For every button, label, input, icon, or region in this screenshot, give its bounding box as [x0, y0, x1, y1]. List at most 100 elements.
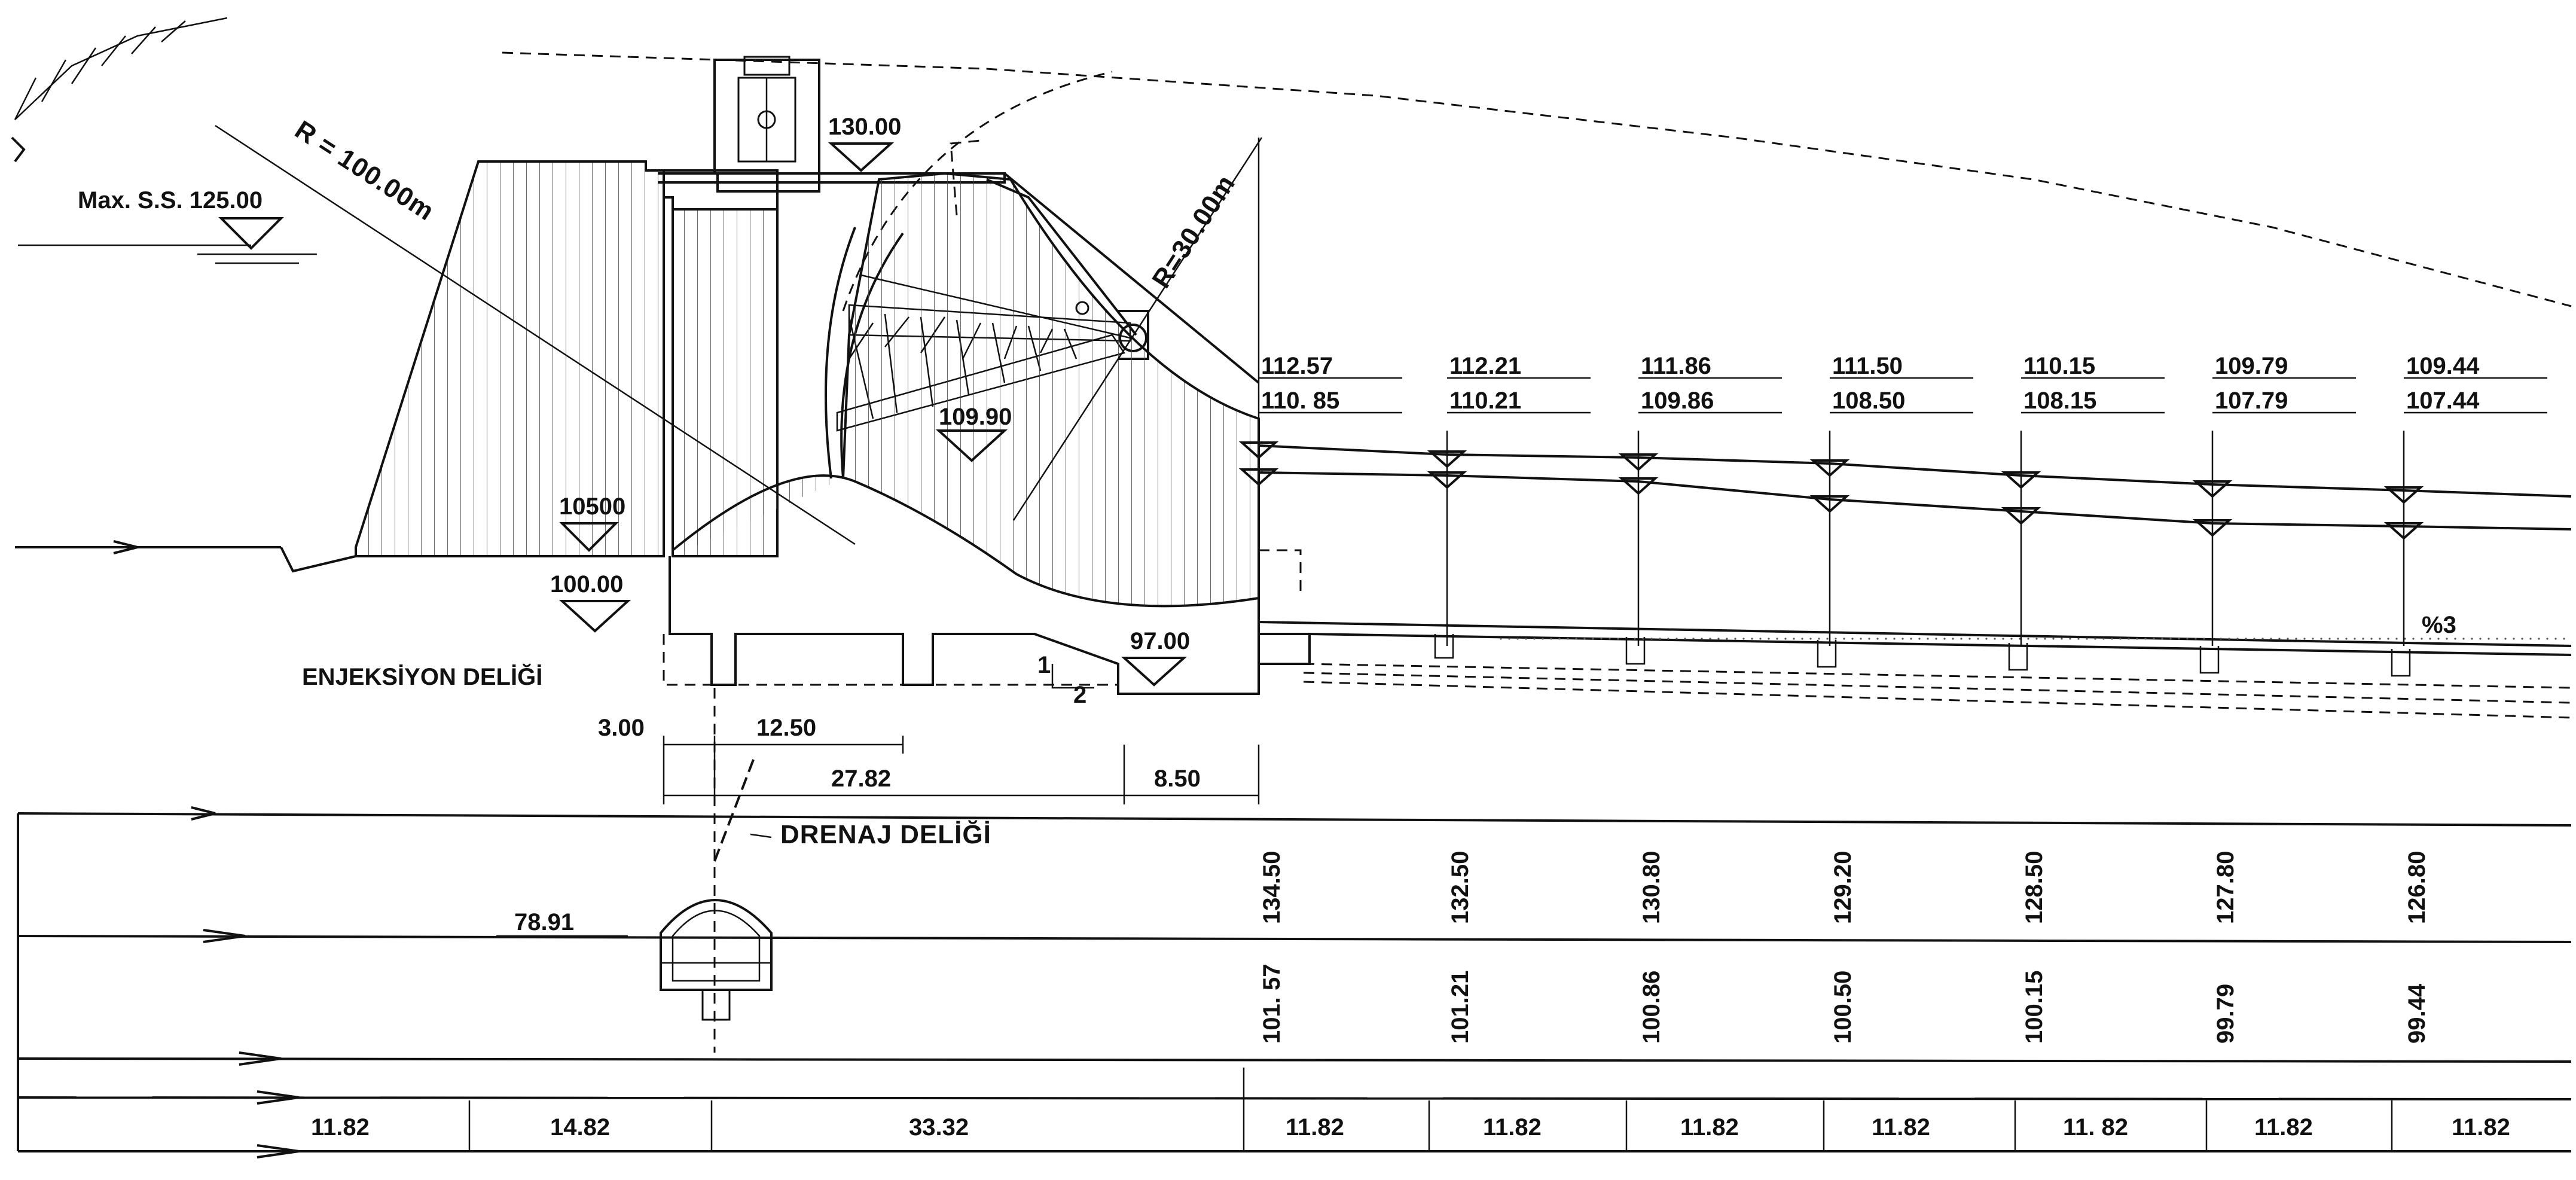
station-bottom-elev: 108.15 [2023, 388, 2096, 414]
station-ground-elev: 128.50 [2021, 851, 2047, 924]
bottom-distance: 11. 82 [2063, 1114, 2128, 1141]
slope-ratio-1: 1 [1037, 652, 1051, 678]
bottom-distance: 11.82 [1872, 1114, 1930, 1141]
bucket-label: 97.00 [1130, 628, 1190, 654]
lower-water-marker [1238, 468, 1279, 486]
station-top-elev: 109.79 [2215, 353, 2288, 379]
station-labels: 112.57 110. 85 134.50 101. 57 112.21 110.21 13… [1259, 353, 2547, 1044]
station-top-elev: 112.57 [1261, 353, 1333, 379]
lower-water-marker [1427, 471, 1467, 489]
upper-water-marker [2383, 486, 2424, 504]
station-5: 110.15 108.15 128.50 100.15 [2021, 353, 2165, 1044]
dim-27-82: 27.82 [831, 766, 891, 792]
upper-water-marker [2192, 480, 2233, 498]
lower-water-marker [2192, 519, 2233, 537]
bottom-distance: 11.82 [1680, 1114, 1739, 1141]
lower-water-marker [2001, 507, 2041, 525]
bottom-distance: 33.32 [909, 1114, 969, 1141]
station-top-elev: 112.21 [1449, 353, 1521, 379]
upper-water-marker [2001, 471, 2041, 489]
dim-12-50: 12.50 [756, 715, 816, 741]
station-bed-elev: 99.44 [2404, 983, 2430, 1044]
station-bed-elev: 99.79 [2212, 984, 2239, 1044]
station-bottom-elev: 107.79 [2215, 388, 2288, 414]
radius-small-label: R=30.00m [1146, 170, 1241, 294]
injection-label: ENJEKSİYON DELİĞİ [302, 663, 542, 690]
station-bottom-elev: 110. 85 [1261, 388, 1339, 414]
station-top-elev: 111.50 [1832, 353, 1903, 379]
station-1: 112.57 110. 85 134.50 101. 57 [1259, 353, 1402, 1044]
bottom-distance: 11.82 [1483, 1114, 1542, 1141]
foundation-body [663, 556, 1260, 695]
elevation-markers [558, 142, 1188, 687]
lower-water-marker [1809, 495, 1850, 513]
station-bottom-elev: 109.86 [1641, 388, 1714, 414]
max-water-surface [18, 217, 317, 264]
foundation-base-label: 100.00 [550, 571, 623, 597]
station-top-elev: 111.86 [1641, 353, 1711, 379]
station-4: 111.50 108.50 129.20 100.50 [1830, 353, 1973, 1044]
upper-water-marker [1618, 453, 1659, 471]
bottom-distance: 11.82 [311, 1114, 370, 1141]
upper-water-marker [1238, 441, 1279, 459]
station-bed-elev: 100.50 [1830, 971, 1856, 1044]
station-3: 111.86 109.86 130.80 100.86 [1638, 353, 1782, 1044]
station-2: 112.21 110.21 132.50 101.21 [1447, 353, 1591, 1044]
station-7: 109.44 107.44 126.80 99.44 [2404, 353, 2547, 1044]
lower-water-marker [2383, 522, 2424, 540]
station-ground-elev: 126.80 [2404, 851, 2430, 924]
dam-pier [280, 160, 779, 573]
spillway-ogee [672, 172, 1260, 608]
station-bottom-elev: 107.44 [2406, 388, 2480, 414]
tunnel-elev-label: 78.91 [514, 909, 574, 935]
station-markers [1238, 441, 2424, 540]
upper-water-marker [1809, 459, 1850, 477]
station-ground-elev: 127.80 [2212, 851, 2239, 924]
station-bed-elev: 100.15 [2021, 971, 2047, 1044]
bottom-distance: 14.82 [550, 1114, 610, 1141]
station-bed-elev: 100.86 [1638, 971, 1665, 1044]
dimension-lines [663, 736, 1260, 804]
ground-profile-line [502, 51, 2572, 307]
dim-8-50: 8.50 [1154, 766, 1201, 792]
bottom-distance: 11.82 [2254, 1114, 2313, 1141]
inspection-gallery [660, 899, 773, 1021]
slope-label: %3 [2422, 612, 2456, 638]
radius-large-label: R = 100.00m [290, 115, 439, 226]
station-bottom-elev: 110.21 [1449, 388, 1521, 414]
station-6: 109.79 107.79 127.80 99.79 [2212, 353, 2356, 1044]
bed-marker-1 [113, 540, 138, 554]
slope-ratio-2: 2 [1073, 682, 1086, 708]
station-ground-elev: 132.50 [1447, 851, 1473, 924]
station-top-elev: 110.15 [2023, 353, 2095, 379]
station-bed-elev: 101.21 [1447, 971, 1473, 1044]
bottom-distance-labels: 11.82 14.82 33.32 11.82 11.82 11.82 11.82 11. 8… [311, 1114, 2510, 1141]
station-top-elev: 109.44 [2406, 353, 2480, 379]
drainage-line [713, 759, 755, 862]
max-ss-label: Max. S.S. 125.00 [78, 187, 263, 214]
water-profile-lower [1258, 471, 2572, 530]
rock-hatch-top-left [11, 17, 228, 163]
drainage-label: DRENAJ DELİĞİ [780, 819, 991, 849]
gate-sill-label: 109.90 [939, 404, 1012, 430]
gate-radius-line [860, 274, 1131, 339]
foundation-left-label: 10500 [559, 493, 625, 520]
station-bed-elev: 101. 57 [1259, 964, 1285, 1044]
station-bottom-elev: 108.50 [1832, 388, 1905, 414]
station-ground-elev: 129.20 [1830, 851, 1856, 924]
station-ground-elev: 134.50 [1259, 851, 1285, 924]
station-ground-elev: 130.80 [1638, 851, 1665, 924]
lower-water-marker [1618, 477, 1659, 495]
bottom-distance: 11.82 [2452, 1114, 2510, 1141]
crest-top-label: 130.00 [828, 114, 901, 140]
drainage-leader [750, 833, 772, 838]
radius-line-small [1012, 137, 1263, 521]
profile-table [17, 806, 2572, 1158]
downstream-channel [1258, 549, 2572, 719]
bottom-distance: 11.82 [1286, 1114, 1344, 1141]
radius-line-large [215, 124, 856, 545]
upper-water-marker [1427, 450, 1467, 468]
water-profile-upper [1258, 444, 2572, 498]
